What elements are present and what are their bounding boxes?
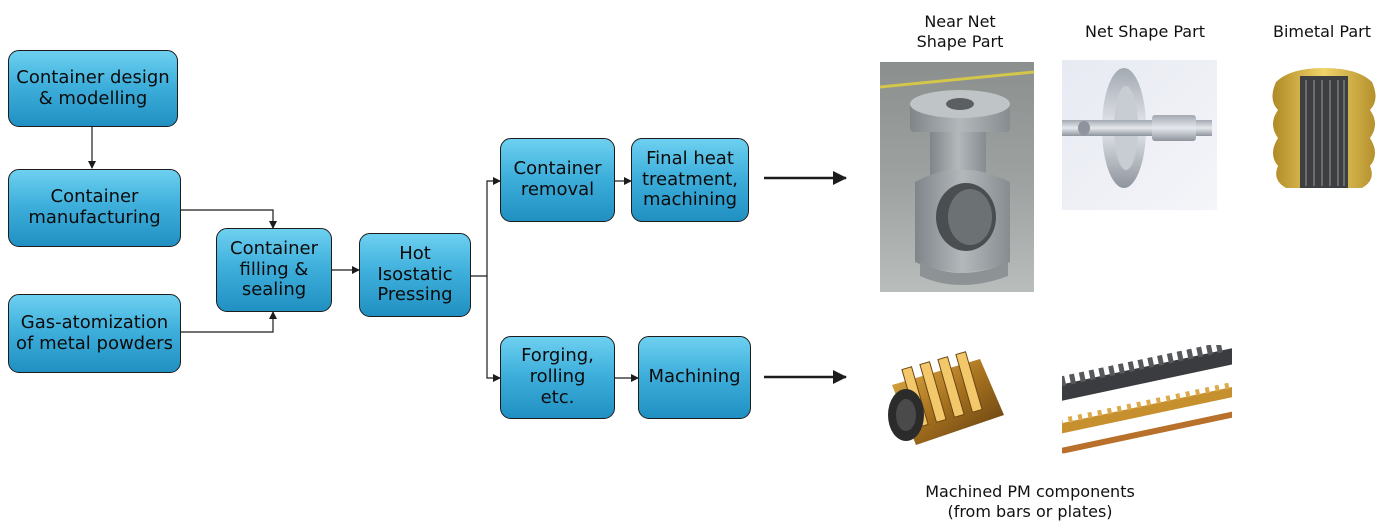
- near-net-shape-caption: Near Net Shape Part: [916, 12, 1004, 51]
- hip-box: Hot Isostatic Pressing: [359, 233, 471, 317]
- forging-box: Forging, rolling etc.: [500, 336, 615, 419]
- container-manufacturing-box: Container manufacturing: [8, 169, 181, 247]
- net-shape-caption: Net Shape Part: [1085, 22, 1205, 41]
- container-removal-box: Container removal: [500, 138, 615, 222]
- container-filling-box: Container filling & sealing: [216, 228, 332, 312]
- final-heat-box: Final heat treatment, machining: [631, 138, 749, 222]
- bimetal-caption: Bimetal Part: [1272, 22, 1372, 41]
- gas-atomization-box: Gas-atomization of metal powders: [8, 294, 181, 373]
- container-design-box: Container design & modelling: [8, 50, 178, 127]
- net-shape-part-photo: [1062, 60, 1217, 210]
- machined-components-caption: Machined PM components (from bars or pla…: [925, 482, 1135, 521]
- arrow-manufacturing-to-filling: [181, 209, 277, 229]
- machining-box: Machining: [638, 336, 751, 419]
- arrow-hip-to-forging: [486, 276, 501, 382]
- arrow-atomization-to-filling: [181, 311, 277, 333]
- gear-racks-photo: [1062, 345, 1232, 455]
- arrow-hip-to-removal: [471, 177, 501, 277]
- gear-hob-photo: [880, 345, 1010, 455]
- bimetal-part-photo: [1268, 62, 1380, 194]
- near-net-shape-part-photo: [880, 62, 1034, 292]
